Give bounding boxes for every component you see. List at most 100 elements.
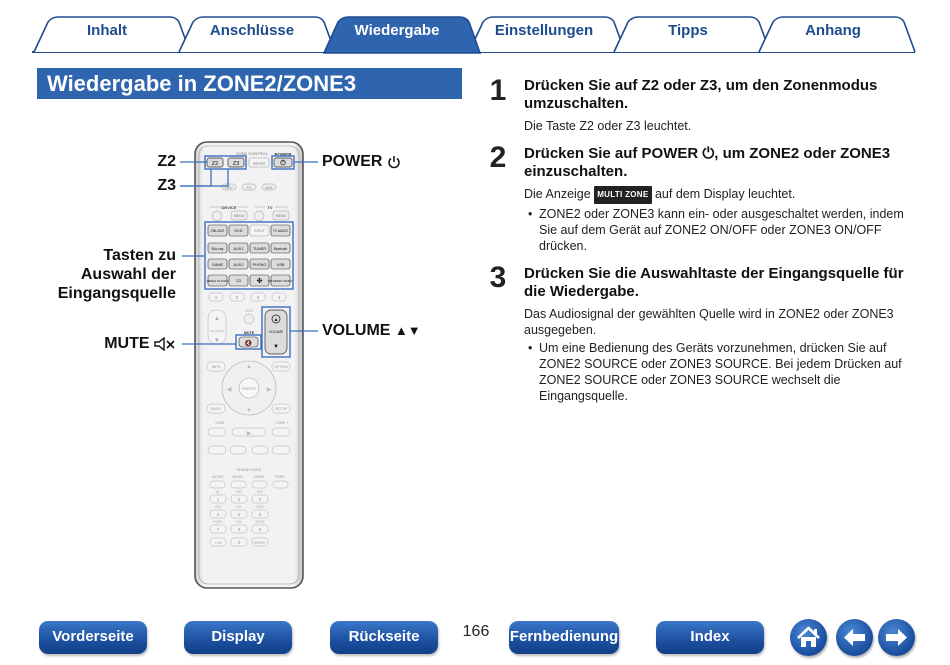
svg-text:GAME: GAME (212, 263, 224, 267)
step-1: Drücken Sie auf Z2 oder Z3, um den Zonen… (524, 77, 919, 134)
svg-text:▲: ▲ (246, 364, 252, 370)
svg-text:VOLUME: VOLUME (269, 330, 284, 334)
svg-text:MUSIC: MUSIC (233, 475, 244, 479)
svg-text:▶: ▶ (267, 387, 272, 393)
svg-text:TUNE −: TUNE − (215, 421, 227, 425)
tab-inhalt[interactable]: Inhalt (87, 22, 127, 39)
page-number: 166 (462, 623, 490, 640)
tab-tipps[interactable]: Tipps (668, 22, 708, 39)
svg-text:AUX: AUX (265, 186, 273, 190)
home-button[interactable] (790, 619, 827, 656)
arrow-right-icon (886, 629, 907, 646)
step-title: Drücken Sie auf POWER ⏻, um ZONE2 oder Z… (524, 145, 891, 180)
svg-text:+10: +10 (215, 540, 223, 545)
z3-callout: Z3 (157, 177, 176, 194)
tab-anhang[interactable]: Anhang (805, 22, 861, 39)
z3-remote-button[interactable] (227, 157, 245, 168)
tab-wiedergabe[interactable]: Wiedergabe (354, 22, 440, 39)
svg-text:DEV: DEV (225, 186, 233, 190)
svg-text:🔇: 🔇 (245, 339, 253, 347)
volume-up-down-icon: ▲▼ (394, 323, 421, 338)
zone-control-text: ZONE CONTROL (236, 151, 269, 156)
remote-control-illustration: ZONE CONTROL POWER Z2 Z3 MAIN DEV TV AUX… (180, 141, 318, 589)
tab-anschluesse[interactable]: Anschlüsse (209, 22, 295, 39)
numeric-keypad: @. ABC DEF 1 2 3 GHI JKL MNO 4 5 6 PQRS … (209, 490, 269, 547)
svg-text:ENTER: ENTER (242, 386, 256, 391)
svg-text:DEVICE: DEVICE (222, 205, 237, 210)
nav-rueckseite-button[interactable]: Rückseite (330, 621, 438, 654)
svg-text:▼: ▼ (273, 344, 279, 350)
svg-text:AUX1: AUX1 (234, 247, 244, 251)
svg-text:Bluetooth: Bluetooth (274, 247, 288, 251)
svg-text:▼: ▼ (246, 408, 252, 414)
svg-text:GHI: GHI (215, 505, 221, 509)
svg-text:MENU: MENU (234, 214, 245, 218)
next-page-button[interactable] (878, 619, 915, 656)
svg-text:SETUP: SETUP (275, 407, 288, 411)
callout-leader-lines (180, 161, 318, 345)
volume-remote-button[interactable] (264, 309, 288, 355)
svg-text:MEDIA PLAYER: MEDIA PLAYER (207, 279, 230, 283)
svg-text:▶: ▶ (247, 431, 252, 437)
svg-text:Blu-ray: Blu-ray (211, 247, 223, 251)
svg-text:MOVIE: MOVIE (213, 475, 225, 479)
svg-text:TUNER: TUNER (253, 247, 266, 251)
nav-display-button[interactable]: Display (184, 621, 292, 654)
svg-text:TV: TV (267, 205, 272, 210)
svg-text:DEF: DEF (257, 490, 263, 494)
mute-speaker-icon (154, 336, 175, 351)
svg-text:2: 2 (238, 497, 241, 502)
svg-text:CD: CD (236, 279, 242, 283)
svg-text:OPTION: OPTION (274, 365, 288, 369)
step-bullet: ZONE2 oder ZONE3 kann ein- oder ausgesch… (524, 206, 919, 254)
svg-text:PQRS: PQRS (213, 520, 222, 524)
step-title: Drücken Sie die Auswahltaste der Eingang… (524, 265, 904, 300)
svg-text:5: 5 (238, 512, 241, 517)
svg-text:▲: ▲ (214, 316, 220, 322)
svg-text:Z2: Z2 (212, 161, 218, 167)
step-bullet: Um eine Bedienung des Geräts vorzunehmen… (524, 340, 919, 404)
svg-text:USB: USB (277, 263, 285, 267)
svg-text:INFO: INFO (212, 365, 221, 369)
tab-einstellungen[interactable]: Einstellungen (494, 22, 594, 39)
svg-text:AUX2: AUX2 (234, 263, 244, 267)
svg-text:SOUND MODE: SOUND MODE (237, 468, 262, 472)
remote-power-text: POWER (274, 152, 292, 157)
svg-text:BACK: BACK (211, 407, 221, 411)
svg-text:9: 9 (259, 527, 262, 532)
svg-text:DVD: DVD (234, 229, 242, 233)
svg-text:3: 3 (259, 497, 262, 502)
svg-text:0: 0 (238, 540, 241, 545)
mute-callout: MUTE (70, 335, 176, 353)
svg-text:MAIN: MAIN (253, 161, 266, 167)
step-number: 3 (489, 261, 507, 294)
svg-text:2: 2 (236, 295, 239, 300)
svg-text:WXYZ: WXYZ (255, 520, 264, 524)
power-icon (388, 155, 400, 169)
svg-text:3: 3 (257, 295, 260, 300)
input-source-buttons: CBL/SAT DVD INPUT TV AUDIO Blu-ray AUX1 … (207, 224, 294, 287)
svg-text:TV: TV (247, 186, 252, 190)
svg-text:PURE: PURE (275, 475, 285, 479)
svg-text:✤: ✤ (257, 277, 263, 285)
svg-text:CBL/SAT: CBL/SAT (211, 229, 225, 233)
svg-text:TUV: TUV (236, 520, 243, 524)
mute-remote-button[interactable] (238, 336, 259, 348)
step-body: Die Anzeige MULTI ZONE auf dem Display l… (524, 186, 919, 204)
svg-text:TV AUDIO: TV AUDIO (273, 229, 288, 233)
nav-vorderseite-button[interactable]: Vorderseite (39, 621, 147, 654)
multi-zone-indicator: MULTI ZONE (594, 186, 652, 204)
svg-text:CH LEVEL: CH LEVEL (210, 329, 225, 333)
svg-text:JKL: JKL (236, 505, 242, 509)
nav-index-button[interactable]: Index (656, 621, 764, 654)
step-number: 1 (489, 74, 507, 107)
input-select-callout: Tasten zu Auswahl der Eingangsquelle (57, 247, 176, 302)
back-page-button[interactable] (836, 619, 873, 656)
main-remote-button[interactable] (248, 157, 270, 168)
nav-fernbedienung-button[interactable]: Fernbedienung (509, 621, 619, 654)
svg-text:@.: @. (216, 490, 220, 494)
svg-text:4: 4 (217, 512, 220, 517)
home-icon (797, 626, 820, 647)
volume-callout: VOLUME ▲▼ (322, 322, 421, 339)
page-title: Wiedergabe in ZONE2/ZONE3 (37, 68, 462, 99)
